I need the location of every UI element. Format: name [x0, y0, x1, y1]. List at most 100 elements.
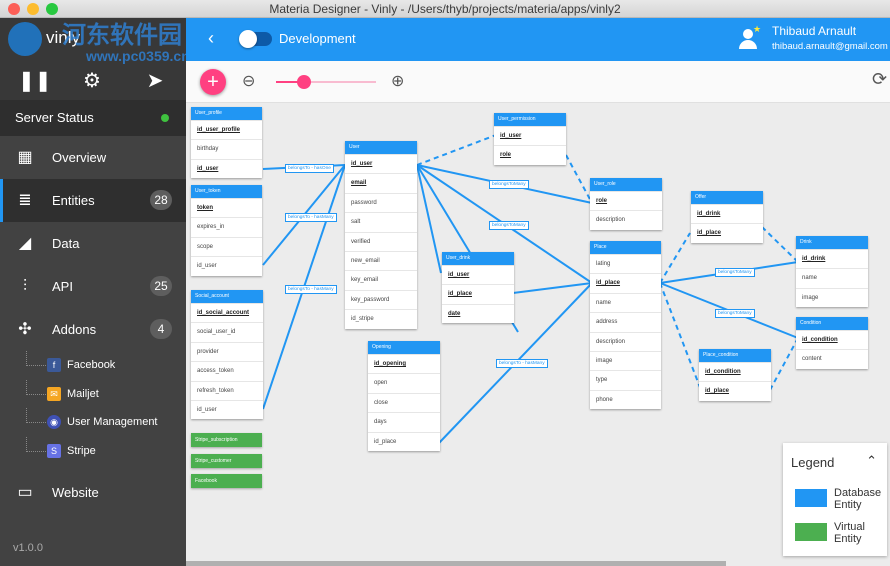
send-icon[interactable]: ➤ — [146, 70, 164, 92]
relation-label: belongsTo - hasOne — [285, 164, 334, 173]
user-avatar-icon: ★ — [738, 24, 761, 51]
entity-drink[interactable]: Drink id_drink name image — [796, 236, 868, 308]
sidebar-item-entities[interactable]: ≣ Entities 28 — [0, 179, 186, 222]
entity-user-role[interactable]: User_role role description — [590, 178, 662, 230]
entity-field: id_user — [345, 154, 417, 173]
entity-field: id_user — [494, 126, 566, 145]
entity-field: id_place — [699, 381, 771, 400]
entity-field: verified — [345, 231, 417, 251]
entity-field: date — [442, 303, 514, 323]
maximize-window-button[interactable] — [46, 3, 58, 15]
entity-field: id_place — [442, 284, 514, 303]
entity-offer[interactable]: Offer id_drink id_place — [691, 191, 763, 243]
entity-title: User_role — [590, 178, 662, 191]
relation-label: belongsToMany — [715, 309, 755, 318]
virtual-entity-facebook[interactable]: Facebook — [191, 474, 262, 488]
entity-field: name — [796, 268, 868, 287]
entity-user-token[interactable]: User_token token expires_in scope id_use… — [191, 185, 262, 276]
watermark-title: 河东软件园 — [62, 22, 182, 49]
entity-field: id_drink — [796, 249, 868, 268]
addon-label: Mailjet — [67, 387, 99, 400]
pause-icon[interactable]: ❚❚ — [18, 70, 52, 92]
user-management-icon: ◉ — [47, 415, 61, 429]
environment-toggle[interactable] — [239, 30, 272, 48]
close-window-button[interactable] — [8, 3, 20, 15]
relation-label: belongsToMany — [489, 180, 529, 189]
entity-field: new_email — [345, 250, 417, 270]
zoom-out-icon[interactable]: ⊖ — [242, 73, 256, 90]
virtual-entity-stripe-customer[interactable]: Stripe_customer — [191, 454, 262, 468]
sidebar-item-api[interactable]: ⫶ API 25 — [0, 265, 186, 308]
zoom-slider-handle[interactable] — [297, 75, 311, 89]
environment-label: Development — [279, 31, 356, 46]
sidebar-item-label: API — [52, 279, 73, 294]
sidebar-item-overview[interactable]: ▦ Overview — [0, 136, 186, 179]
refresh-icon[interactable]: ⟳ — [872, 69, 888, 89]
sidebar-item-data[interactable]: ◢ Data — [0, 222, 186, 265]
entity-title: Place — [590, 241, 661, 254]
legend-virtual-swatch — [795, 523, 827, 541]
mailjet-icon: ✉ — [47, 386, 61, 401]
addon-item-user-management[interactable]: ◉ User Management — [0, 408, 186, 437]
entity-user-permission[interactable]: User_permission id_user role — [494, 113, 566, 165]
zoom-in-icon[interactable]: ⊕ — [391, 73, 405, 90]
legend-virtual-label: Virtual Entity — [834, 521, 865, 545]
horizontal-scrollbar[interactable] — [186, 561, 726, 566]
entity-place-condition[interactable]: Place_condition id_condition id_place — [699, 349, 771, 401]
server-status[interactable]: Server Status — [0, 100, 186, 136]
entity-title: Place_condition — [699, 349, 771, 362]
designer-toolbar: + ⊖ ⊕ ⟳ — [186, 61, 890, 103]
entity-field: id_drink — [691, 204, 763, 223]
relation-label: belongsToMany — [715, 268, 755, 277]
add-entity-button[interactable]: + — [200, 69, 226, 95]
entity-field: description — [590, 210, 662, 229]
entity-condition[interactable]: Condition id_condition content — [796, 317, 868, 369]
entity-title: User_permission — [494, 113, 566, 126]
addon-item-mailjet[interactable]: ✉ Mailjet — [0, 379, 186, 409]
database-icon: ≣ — [18, 192, 32, 209]
server-status-label: Server Status — [15, 110, 94, 125]
entity-title: Offer — [691, 191, 763, 204]
back-icon[interactable]: ‹ — [208, 28, 214, 48]
entity-field: password — [345, 192, 417, 212]
gear-icon[interactable]: ⚙ — [83, 70, 101, 92]
entity-place[interactable]: Place lating id_place name address descr… — [590, 241, 661, 410]
entity-field: id_opening — [368, 354, 440, 373]
entity-field: refresh_token — [191, 380, 263, 400]
api-count-badge: 25 — [150, 276, 172, 296]
data-icon: ◢ — [18, 235, 32, 252]
addon-label: User Management — [67, 416, 158, 428]
entity-social-account[interactable]: Social_account id_social_account social_… — [191, 290, 263, 420]
entity-title: User_token — [191, 185, 262, 198]
zoom-slider[interactable] — [276, 75, 376, 89]
addon-label: Stripe — [67, 444, 96, 457]
window-titlebar: Materia Designer - Vinly - /Users/thyb/p… — [0, 0, 890, 18]
addon-item-facebook[interactable]: f Facebook — [0, 351, 186, 380]
puzzle-icon: ✣ — [18, 321, 32, 338]
entity-user-profile[interactable]: User_profile id_user_profile birthday id… — [191, 107, 262, 179]
entity-field: expires_in — [191, 217, 262, 236]
sidebar-item-addons[interactable]: ✣ Addons 4 — [0, 308, 186, 351]
sidebar-item-label: Website — [52, 485, 99, 500]
minimize-window-button[interactable] — [27, 3, 39, 15]
stripe-icon: S — [47, 443, 61, 458]
entity-opening[interactable]: Opening id_opening open close days id_pl… — [368, 341, 440, 451]
entity-diagram-canvas[interactable]: belongsTo - hasOne belongsTo - hasMany b… — [186, 103, 890, 566]
chevron-up-icon[interactable]: ⌃ — [866, 453, 877, 468]
entity-user[interactable]: User id_user email password salt verifie… — [345, 141, 417, 329]
entity-field: name — [590, 292, 661, 312]
entity-field: key_password — [345, 289, 417, 309]
entity-user-drink[interactable]: User_drink id_user id_place date — [442, 252, 514, 324]
sidebar-item-website[interactable]: ▭ Website — [0, 471, 186, 514]
app-logo — [8, 22, 42, 56]
entity-title: Social_account — [191, 290, 263, 303]
addon-item-stripe[interactable]: S Stripe — [0, 436, 186, 466]
entity-field: id_place — [590, 273, 661, 292]
entity-title: Condition — [796, 317, 868, 330]
sidebar-item-label: Data — [52, 236, 80, 251]
dashboard-icon: ▦ — [17, 149, 33, 166]
entity-field: token — [191, 198, 262, 217]
entities-count-badge: 28 — [150, 190, 172, 210]
virtual-entity-stripe-subscription[interactable]: Stripe_subscription — [191, 433, 262, 447]
entity-field: content — [796, 349, 868, 368]
